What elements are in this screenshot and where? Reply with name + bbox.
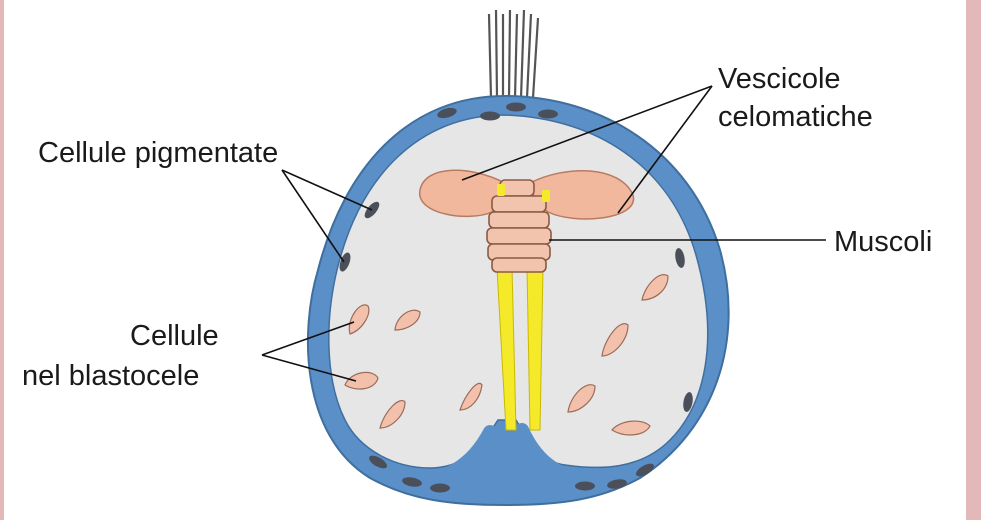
pigment-cell [480, 112, 500, 121]
nerve-cord-right [527, 268, 543, 430]
frame-border-left [0, 0, 4, 520]
apical-cilia [489, 10, 538, 98]
muscle-band [492, 258, 546, 272]
muscle-band [487, 228, 551, 244]
label-muscoli: Muscoli [834, 226, 932, 258]
muscle-yellow-tip [542, 190, 550, 202]
muscle-band [500, 180, 534, 196]
muscle-band [489, 212, 549, 228]
muscle-band [492, 196, 546, 212]
label-blastocele-line2: nel blastocele [22, 360, 199, 392]
label-vescicole-line2: celomatiche [718, 101, 873, 133]
pigment-cell [538, 110, 558, 119]
frame-border-right [966, 0, 981, 520]
pigment-cell [430, 484, 450, 493]
label-blastocele-line1: Cellule [130, 320, 219, 352]
label-cellule-pigmentate: Cellule pigmentate [38, 137, 278, 169]
label-vescicole-line1: Vescicole [718, 63, 841, 95]
pigment-cell [506, 103, 526, 112]
pigment-cell [575, 482, 595, 491]
muscle-yellow-tip [497, 184, 505, 196]
